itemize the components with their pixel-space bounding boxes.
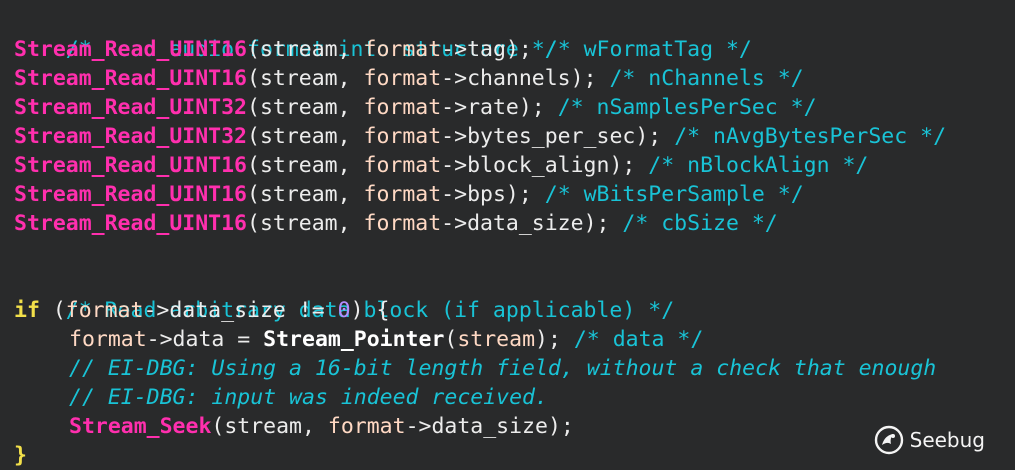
code-punct: );: [570, 66, 610, 91]
code-plain: (stream,: [211, 414, 328, 439]
code-line-1: /* Read audio format into structure */: [14, 6, 1015, 62]
code-arrow: ->: [441, 211, 468, 236]
code-punct: );: [635, 124, 675, 149]
code-ident: format: [363, 95, 442, 120]
code-func: Stream_Read_UINT16: [14, 37, 247, 62]
code-plain: (stream,: [247, 153, 364, 178]
code-plain: (stream,: [247, 211, 364, 236]
code-field: bytes_per_sec: [467, 124, 636, 149]
code-punct: (: [39, 298, 66, 323]
code-ident: format: [327, 414, 406, 439]
code-line-assign: format->data = Stream_Pointer(stream); /…: [14, 325, 1015, 354]
code-comment: /* data */: [573, 327, 704, 352]
code-func: Stream_Seek: [69, 414, 212, 439]
code-punct: (: [444, 327, 458, 352]
code-line-dbg-2: // EI-DBG: input was indeed received.: [14, 383, 1015, 412]
code-punct: );: [583, 211, 623, 236]
code-arrow: ->: [441, 153, 468, 178]
code-func: Stream_Pointer: [263, 327, 445, 352]
code-punct: );: [518, 95, 558, 120]
code-comment: /* nBlockAlign */: [648, 153, 869, 178]
code-comment: /* nChannels */: [609, 66, 804, 91]
seebug-watermark: Seebug: [874, 425, 985, 455]
code-line-brace: }: [14, 441, 1015, 470]
code-comment: /* nAvgBytesPerSec */: [674, 124, 947, 149]
code-plain: (stream,: [247, 66, 364, 91]
code-field: data_size !=: [169, 298, 338, 323]
code-comment: // EI-DBG: Using a 16-bit length field, …: [69, 356, 937, 381]
code-ident: format: [363, 66, 442, 91]
code-arrow: ->: [441, 37, 468, 62]
code-line-seek: Stream_Seek(stream, format->data_size);: [14, 412, 1015, 441]
code-func: Stream_Read_UINT16: [14, 211, 247, 236]
code-field: tag: [467, 37, 506, 62]
code-plain: (stream,: [247, 37, 364, 62]
format-read-lines: Stream_Read_UINT16(stream, format->tag);…: [14, 35, 1015, 238]
code-plain: (stream,: [247, 124, 364, 149]
code-line-read-6: Stream_Read_UINT16(stream, format->bps);…: [14, 180, 1015, 209]
code-number: 0: [337, 298, 351, 323]
code-brace: }: [14, 443, 27, 468]
code-arrow: ->: [441, 95, 468, 120]
code-field: channels: [467, 66, 571, 91]
code-comment: /* Read audio format into structure */: [65, 37, 558, 62]
code-ident: format: [363, 211, 442, 236]
code-ident: format: [363, 37, 442, 62]
seebug-logo-icon: [874, 425, 904, 455]
code-field: bps: [467, 182, 506, 207]
code-line-read-7: Stream_Read_UINT16(stream, format->data_…: [14, 209, 1015, 238]
code-line-read-5: Stream_Read_UINT16(stream, format->block…: [14, 151, 1015, 180]
code-ident: stream: [457, 327, 536, 352]
code-func: Stream_Read_UINT32: [14, 124, 247, 149]
code-func: Stream_Read_UINT32: [14, 95, 247, 120]
code-plain: ->data_size);: [405, 414, 574, 439]
code-plain: (stream,: [247, 182, 364, 207]
code-punct: );: [535, 327, 574, 352]
code-arrow: ->: [441, 66, 468, 91]
code-line-comment-block: /* Read arbitrary data block (if applica…: [14, 267, 1015, 323]
code-comment: /* Read arbitrary data block (if applica…: [65, 298, 675, 323]
code-comment: // EI-DBG: input was indeed received.: [69, 385, 548, 410]
code-ident: format: [69, 327, 147, 352]
code-comment: /* wBitsPerSample */: [544, 182, 804, 207]
code-comment: /* nSamplesPerSec */: [557, 95, 817, 120]
code-arrow: ->: [441, 182, 468, 207]
code-line-dbg-1: // EI-DBG: Using a 16-bit length field, …: [14, 354, 1015, 383]
code-line-read-3: Stream_Read_UINT32(stream, format->rate)…: [14, 93, 1015, 122]
code-field: data_size: [467, 211, 584, 236]
code-arrow: ->: [441, 124, 468, 149]
code-ident: format: [363, 153, 442, 178]
keyword-if: if: [14, 298, 40, 323]
code-func: Stream_Read_UINT16: [14, 66, 247, 91]
code-field: block_align: [467, 153, 610, 178]
code-plain: (stream,: [247, 95, 364, 120]
code-punct: ) {: [350, 298, 390, 323]
code-line-blank: [14, 238, 1015, 267]
code-func: Stream_Read_UINT16: [14, 182, 247, 207]
code-ident: format: [65, 298, 144, 323]
code-arrow: ->: [143, 298, 170, 323]
code-ident: format: [363, 182, 442, 207]
code-comment: /* cbSize */: [622, 211, 778, 236]
code-punct: );: [609, 153, 649, 178]
code-line-if: if (format->data_size != 0) {: [14, 296, 1015, 325]
code-ident: format: [363, 124, 442, 149]
code-line-read-2: Stream_Read_UINT16(stream, format->chann…: [14, 64, 1015, 93]
code-punct: );: [505, 182, 545, 207]
code-line-read-1: Stream_Read_UINT16(stream, format->tag);…: [14, 35, 1015, 64]
code-func: Stream_Read_UINT16: [14, 153, 247, 178]
watermark-text: Seebug: [909, 428, 985, 452]
code-plain: ->data =: [146, 327, 264, 352]
code-field: rate: [467, 95, 519, 120]
code-line-read-4: Stream_Read_UINT32(stream, format->bytes…: [14, 122, 1015, 151]
code-comment: /* wFormatTag */: [544, 37, 752, 62]
code-punct: );: [505, 37, 545, 62]
